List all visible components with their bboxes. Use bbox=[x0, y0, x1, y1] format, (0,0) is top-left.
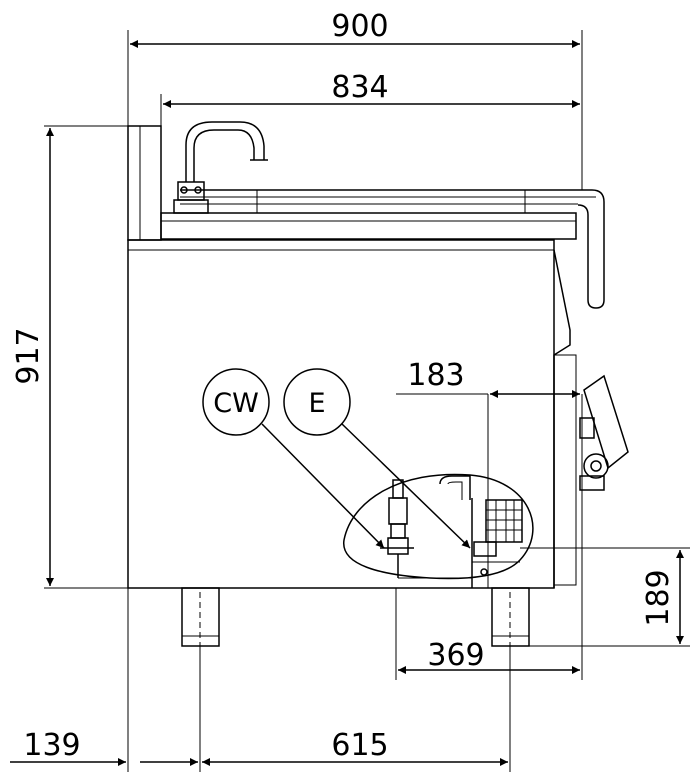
dimension-legs bbox=[10, 588, 511, 772]
dimension-leg-spacing: 615 bbox=[331, 728, 388, 763]
dimension-right-offset: 183 bbox=[407, 358, 464, 393]
dimension-overall-width: 900 bbox=[331, 9, 388, 44]
callout-leaders bbox=[261, 423, 471, 549]
dimension-369 bbox=[395, 394, 583, 680]
legs bbox=[181, 587, 530, 647]
cold-water-label: CW bbox=[213, 388, 259, 419]
callout-cw-circle bbox=[202, 368, 270, 436]
front-fascia bbox=[553, 249, 571, 588]
worktop bbox=[160, 212, 577, 240]
faucet bbox=[173, 121, 268, 214]
callout-e-circle bbox=[283, 368, 351, 436]
dimension-917 bbox=[44, 125, 128, 589]
control-lever bbox=[579, 374, 629, 491]
appliance-outline bbox=[127, 125, 578, 589]
dimension-183 bbox=[396, 390, 580, 588]
connection-detail bbox=[343, 473, 534, 588]
front-handle bbox=[577, 189, 605, 309]
dimension-189 bbox=[520, 547, 690, 647]
electrical-label: E bbox=[308, 388, 325, 419]
rear-panel bbox=[127, 125, 162, 241]
dimension-900 bbox=[127, 30, 583, 190]
callout-cw: CW bbox=[202, 368, 270, 436]
dimension-connection-offset: 369 bbox=[427, 638, 484, 673]
dimension-834 bbox=[160, 94, 580, 213]
dimension-body-width: 834 bbox=[331, 70, 388, 105]
dimension-outlet-height: 189 bbox=[641, 569, 676, 626]
cutaway-outline bbox=[343, 473, 534, 580]
dimension-front-leg-offset: 139 bbox=[23, 728, 80, 763]
dimension-total-height: 917 bbox=[11, 327, 46, 384]
callout-e: E bbox=[283, 368, 351, 436]
